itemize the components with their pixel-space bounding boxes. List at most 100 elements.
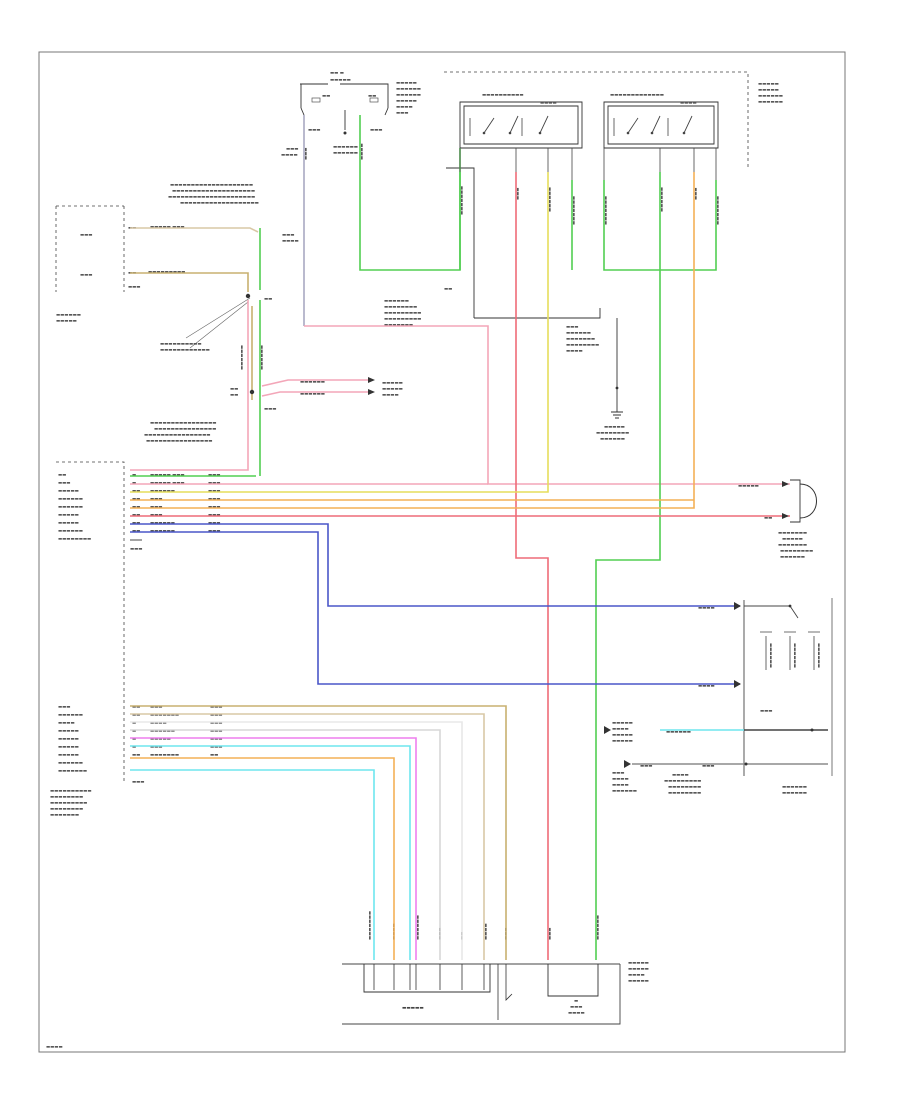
svg-text:▬▬▬: ▬▬▬ [210, 737, 222, 742]
svg-text:▬▬▬: ▬▬▬ [128, 285, 140, 290]
svg-text:▬▬▬▬▬▬▬▬▬: ▬▬▬▬▬▬▬▬▬ [384, 317, 421, 322]
svg-text:▬▬▬: ▬▬▬ [760, 709, 772, 714]
svg-text:▬▬▬▬▬▬▬▬: ▬▬▬▬▬▬▬▬ [58, 537, 91, 542]
svg-text:▬▬▬▬▬: ▬▬▬▬▬ [58, 521, 79, 526]
wire-tan-short [130, 227, 259, 233]
wire-pink-1 [304, 325, 790, 485]
svg-text:▬▬▬▬: ▬▬▬▬ [680, 101, 697, 106]
svg-text:▬▬▬: ▬▬▬ [130, 547, 142, 552]
svg-text:▬▬▬▬▬: ▬▬▬▬▬ [382, 381, 403, 386]
svg-text:▬▬▬: ▬▬▬ [304, 148, 309, 160]
wire-lightgray-lower [130, 729, 441, 960]
svg-text:▬▬▬▬▬: ▬▬▬▬▬ [396, 81, 417, 86]
solenoid-icon [547, 964, 599, 997]
wire-yellow [130, 172, 549, 493]
svg-text:▬▬▬▬▬▬▬▬▬▬▬▬▬: ▬▬▬▬▬▬▬▬▬▬▬▬▬ [610, 93, 664, 98]
svg-text:▬▬▬: ▬▬▬ [308, 128, 320, 133]
svg-text:▬▬▬▬: ▬▬▬▬ [281, 153, 298, 158]
svg-text:▬▬▬▬: ▬▬▬▬ [612, 777, 629, 782]
svg-text:▬▬▬▬: ▬▬▬▬ [698, 684, 715, 689]
svg-text:▬: ▬ [574, 999, 578, 1004]
svg-text:▬▬▬▬▬: ▬▬▬▬▬ [58, 513, 79, 518]
svg-text:▬▬▬▬▬▬▬: ▬▬▬▬▬▬▬ [58, 769, 87, 774]
svg-text:▬▬▬▬▬: ▬▬▬▬▬ [396, 99, 417, 104]
svg-text:▬▬▬▬▬: ▬▬▬▬▬ [612, 721, 633, 726]
switch-icon [760, 631, 820, 670]
svg-text:▬▬▬▬▬▬▬▬: ▬▬▬▬▬▬▬▬ [596, 431, 629, 436]
svg-text:▬▬▬▬▬▬: ▬▬▬▬▬▬ [58, 529, 83, 534]
svg-text:▬▬▬▬▬: ▬▬▬▬▬ [330, 78, 351, 83]
svg-text:▬▬▬▬▬▬: ▬▬▬▬▬▬ [612, 789, 637, 794]
svg-text:▬▬▬▬▬▬: ▬▬▬▬▬▬ [666, 730, 691, 735]
svg-text:▬▬▬▬▬▬▬▬▬: ▬▬▬▬▬▬▬▬▬ [664, 779, 701, 784]
svg-text:▬▬▬: ▬▬▬ [210, 705, 222, 710]
svg-text:▬▬▬▬▬: ▬▬▬▬▬ [738, 484, 759, 489]
wire-orange-lower [130, 757, 395, 960]
svg-text:▬▬▬▬▬▬▬▬: ▬▬▬▬▬▬▬▬ [668, 785, 701, 790]
svg-text:▬▬▬▬▬: ▬▬▬▬▬ [628, 979, 649, 984]
module-pin-labels-lower: ▬▬▬▬▬▬▬▬ ▬▬▬▬▬▬▬▬▬▬▬▬ ▬▬▬▬▬▬▬▬ ▬▬▬▬▬▬▬▬▬… [132, 705, 222, 758]
fuse-switch-block: ▬▬ ▬ ▬▬▬▬▬ ▬▬ ▬▬ ▬▬▬ ▬▬▬ ▬▬▬▬▬ ▬▬▬▬▬▬ ▬▬… [281, 71, 421, 158]
svg-text:▬▬▬▬▬: ▬▬▬▬▬ [58, 489, 79, 494]
wire-pink-splice [130, 300, 249, 471]
svg-text:▬▬▬▬▬▬▬: ▬▬▬▬▬▬▬ [778, 531, 807, 536]
svg-text:▬▬▬▬▬▬▬▬▬▬▬▬▬▬▬▬: ▬▬▬▬▬▬▬▬▬▬▬▬▬▬▬▬ [150, 421, 216, 426]
svg-text:▬: ▬ [132, 729, 136, 734]
svg-text:▬▬▬▬▬▬: ▬▬▬▬▬▬ [596, 915, 601, 940]
fuse-icon [311, 97, 321, 103]
svg-text:▬▬▬▬▬: ▬▬▬▬▬ [58, 745, 79, 750]
svg-text:▬▬▬▬▬▬▬▬▬: ▬▬▬▬▬▬▬▬▬ [50, 801, 87, 806]
svg-text:▬▬▬▬▬▬▬▬▬▬▬▬▬▬▬▬▬▬▬▬▬: ▬▬▬▬▬▬▬▬▬▬▬▬▬▬▬▬▬▬▬▬▬ [168, 195, 255, 200]
svg-text:▬▬▬▬▬▬▬▬▬▬: ▬▬▬▬▬▬▬▬▬▬ [160, 342, 201, 347]
svg-text:▬▬▬▬▬▬▬▬▬▬▬▬▬▬▬▬: ▬▬▬▬▬▬▬▬▬▬▬▬▬▬▬▬ [146, 439, 212, 444]
svg-text:▬▬▬▬▬▬▬▬▬▬▬▬: ▬▬▬▬▬▬▬▬▬▬▬▬ [160, 348, 210, 353]
svg-text:▬▬▬: ▬▬▬ [282, 233, 294, 238]
splice-dot [245, 293, 251, 299]
svg-text:▬▬▬▬▬▬: ▬▬▬▬▬▬ [333, 145, 358, 150]
svg-text:▬▬: ▬▬ [264, 297, 272, 302]
svg-text:▬▬▬▬▬: ▬▬▬▬▬ [58, 729, 79, 734]
svg-text:▬▬▬▬: ▬▬▬▬ [540, 101, 557, 106]
svg-text:▬▬▬▬▬▬: ▬▬▬▬▬▬ [782, 791, 807, 796]
svg-text:▬▬: ▬▬ [132, 705, 140, 710]
fuse-icon [369, 97, 379, 103]
svg-text:▬▬▬▬▬▬: ▬▬▬▬▬▬ [384, 299, 409, 304]
svg-text:▬▬▬▬: ▬▬▬▬ [566, 349, 583, 354]
svg-text:▬▬▬▬▬▬: ▬▬▬▬▬▬ [758, 100, 783, 105]
wire-blue-1 [130, 523, 740, 607]
svg-text:▬▬▬▬▬: ▬▬▬▬▬ [56, 319, 77, 324]
svg-text:▬▬▬▬▬▬▬: ▬▬▬▬▬▬▬ [150, 713, 179, 718]
svg-text:▬▬▬▬▬▬: ▬▬▬▬▬▬ [660, 187, 665, 212]
svg-text:▬▬▬: ▬▬▬ [396, 111, 408, 116]
svg-text:▬▬▬▬▬▬▬▬: ▬▬▬▬▬▬▬▬ [384, 305, 417, 310]
svg-text:▬▬▬: ▬▬▬ [516, 188, 521, 200]
svg-text:▬▬▬▬▬: ▬▬▬▬▬ [58, 737, 79, 742]
svg-text:▬▬▬▬▬: ▬▬▬▬▬ [612, 739, 633, 744]
wire-pink-branch [261, 379, 368, 387]
wire-orange [130, 172, 695, 509]
connector-icon [368, 377, 375, 395]
svg-text:▬▬: ▬▬ [368, 94, 376, 99]
svg-text:▬▬▬: ▬▬▬ [548, 928, 553, 940]
svg-text:▬▬▬▬▬▬▬: ▬▬▬▬▬▬▬ [604, 196, 609, 225]
svg-text:▬▬▬▬: ▬▬▬▬ [58, 721, 75, 726]
svg-text:▬▬▬: ▬▬▬ [210, 729, 222, 734]
svg-text:▬▬▬▬▬: ▬▬▬▬▬ [782, 537, 803, 542]
svg-text:▬▬▬▬▬▬▬▬▬▬▬▬▬▬▬▬▬▬▬▬: ▬▬▬▬▬▬▬▬▬▬▬▬▬▬▬▬▬▬▬▬ [172, 189, 255, 194]
svg-text:▬▬▬▬▬: ▬▬▬▬▬ [758, 88, 779, 93]
svg-text:▬▬▬▬▬▬: ▬▬▬▬▬▬ [396, 87, 421, 92]
svg-text:▬▬▬▬▬▬▬: ▬▬▬▬▬▬▬ [368, 911, 373, 940]
svg-text:▬▬▬▬▬: ▬▬▬▬▬ [758, 82, 779, 87]
svg-text:▬▬▬▬▬: ▬▬▬▬▬ [382, 387, 403, 392]
svg-text:▬▬: ▬▬ [764, 516, 772, 521]
svg-text:▬: ▬ [132, 737, 136, 742]
svg-text:▬▬▬▬▬▬: ▬▬▬▬▬▬ [793, 643, 798, 668]
svg-text:▬▬▬▬: ▬▬▬▬ [282, 239, 299, 244]
svg-text:▬▬▬▬: ▬▬▬▬ [612, 783, 629, 788]
svg-text:▬▬▬▬▬▬: ▬▬▬▬▬▬ [58, 505, 83, 510]
svg-text:▬▬▬▬▬: ▬▬▬▬▬ [604, 425, 625, 430]
svg-text:▬▬▬▬▬▬: ▬▬▬▬▬▬ [58, 713, 83, 718]
svg-text:▬▬▬▬▬▬: ▬▬▬▬▬▬ [758, 94, 783, 99]
page-tag: ▬▬▬▬ [46, 1045, 63, 1050]
